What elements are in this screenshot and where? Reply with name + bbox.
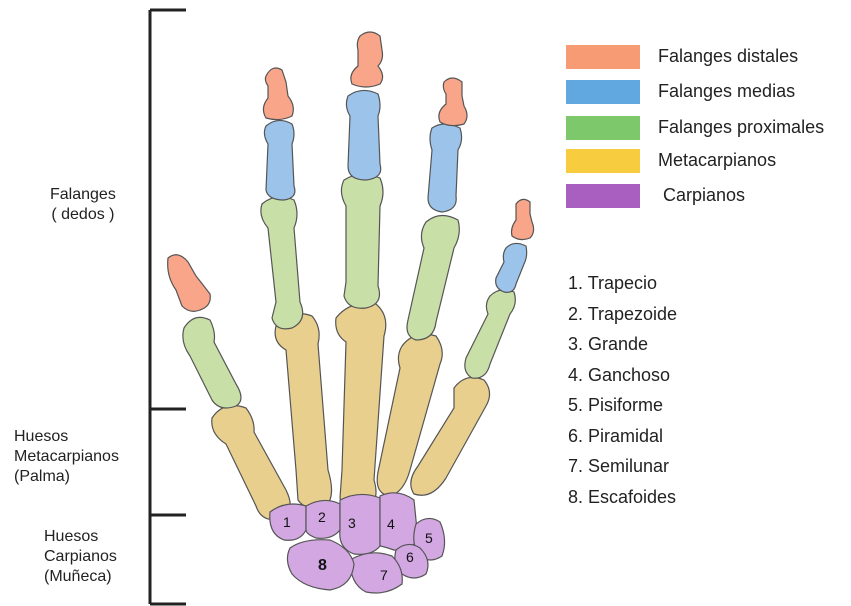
proximal-index — [261, 197, 303, 329]
bone-list-item-5: 5. Pisiforme — [568, 390, 677, 421]
carpal-bone-list: 1. Trapecio 2. Trapezoide 3. Grande 4. G… — [568, 268, 677, 512]
distal-middle — [351, 32, 383, 87]
legend-swatch-distal — [566, 45, 640, 69]
carpal-number-6: 6 — [406, 549, 414, 565]
legend-swatch-metacarpal — [566, 149, 640, 173]
carpal-number-7: 7 — [380, 567, 388, 583]
palm-label: Huesos Metacarpianos (Palma) — [14, 427, 119, 487]
proximal-thumb — [183, 317, 241, 408]
middle-ring — [428, 124, 462, 212]
carpal-grande — [340, 494, 380, 554]
middle-little — [496, 243, 527, 292]
distal-little — [512, 199, 534, 239]
bone-list-item-4: 4. Ganchoso — [568, 360, 677, 391]
legend-swatch-proximal — [566, 116, 640, 140]
bone-list-item-2: 2. Trapezoide — [568, 299, 677, 330]
bone-list-item-6: 6. Piramidal — [568, 421, 677, 452]
carpal-semilunar — [350, 553, 402, 593]
carpal-number-1: 1 — [283, 514, 291, 530]
legend-label-distal: Falanges distales — [658, 46, 798, 67]
carpals — [270, 493, 445, 593]
proximal-ring — [407, 215, 459, 340]
distal-thumb — [168, 255, 211, 312]
bone-list-item-1: 1. Trapecio — [568, 268, 677, 299]
proximal-little — [465, 290, 515, 378]
metacarpals — [212, 303, 490, 519]
fingers-label: Falanges ( dedos ) — [50, 185, 116, 225]
legend-swatch-carpal — [566, 184, 640, 208]
middle-index — [264, 120, 294, 200]
carpal-number-2: 2 — [318, 509, 326, 525]
legend-label-medial: Falanges medias — [658, 81, 795, 102]
bone-list-item-3: 3. Grande — [568, 329, 677, 360]
metacarpal-thumb — [212, 406, 290, 520]
wrist-label: Huesos Carpianos (Muñeca) — [44, 527, 117, 587]
carpal-number-3: 3 — [348, 515, 356, 531]
legend-label-metacarpal: Metacarpianos — [658, 150, 776, 171]
carpal-number-8: 8 — [318, 557, 327, 574]
metacarpal-index — [275, 314, 331, 508]
middle-middle — [346, 90, 380, 180]
distal-index — [263, 68, 293, 120]
legend-swatch-medial — [566, 80, 640, 104]
distal-ring — [439, 78, 467, 126]
legend-label-proximal: Falanges proximales — [658, 117, 824, 138]
legend-label-carpal: Carpianos — [663, 185, 745, 206]
carpal-number-5: 5 — [425, 530, 433, 546]
middle-phalanges — [264, 90, 526, 292]
bone-list-item-8: 8. Escafoides — [568, 482, 677, 513]
bone-list-item-7: 7. Semilunar — [568, 451, 677, 482]
proximal-middle — [341, 174, 383, 308]
carpal-ganchoso — [380, 493, 418, 550]
bracket — [150, 10, 186, 604]
carpal-number-4: 4 — [387, 516, 395, 532]
